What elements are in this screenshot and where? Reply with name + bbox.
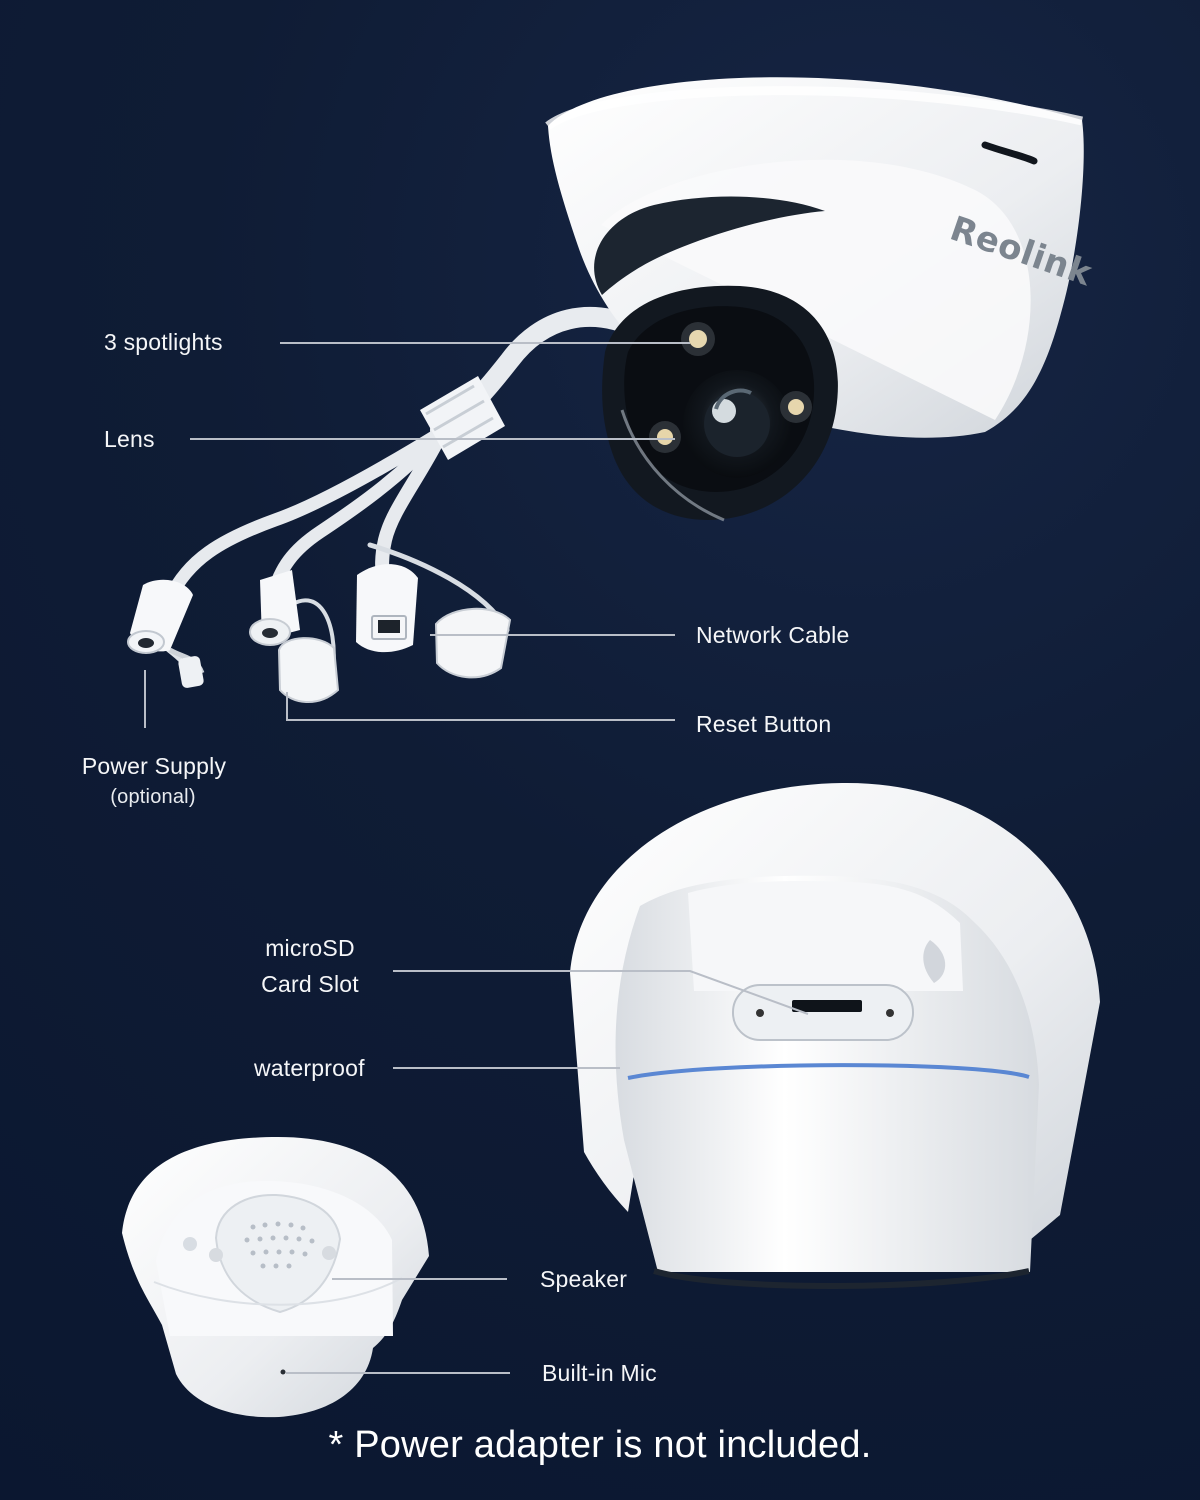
callout-built-in-mic: Built-in Mic — [542, 1360, 657, 1386]
footnote: * Power adapter is not included. — [328, 1424, 872, 1466]
turret-camera-rear — [570, 782, 1100, 1289]
power-connector — [127, 579, 205, 688]
network-connector — [356, 564, 512, 679]
callout-microsd-line-2: Card Slot — [261, 971, 359, 997]
speaker-grille — [244, 1221, 315, 1269]
callout-lines — [144, 342, 809, 1374]
spotlight-left — [649, 421, 681, 453]
callout-lens: Lens — [104, 426, 155, 452]
callout-reset-button: Reset Button — [696, 711, 832, 737]
callout-speaker: Speaker — [540, 1266, 628, 1292]
turret-camera-front: Reolink — [545, 77, 1098, 522]
callout-network-cable: Network Cable — [696, 622, 850, 648]
turret-camera-bottom — [122, 1137, 429, 1418]
callout-power-supply: Power Supply — [81, 753, 227, 779]
callout-spotlights: 3 spotlights — [104, 329, 223, 355]
spotlight-right — [780, 391, 812, 423]
spotlight-top — [681, 322, 715, 356]
callout-microsd-line-1: microSD — [265, 935, 355, 961]
callout-power-supply-note: (optional) — [110, 786, 196, 808]
callout-waterproof: waterproof — [254, 1055, 365, 1081]
reset-connector — [249, 570, 340, 704]
